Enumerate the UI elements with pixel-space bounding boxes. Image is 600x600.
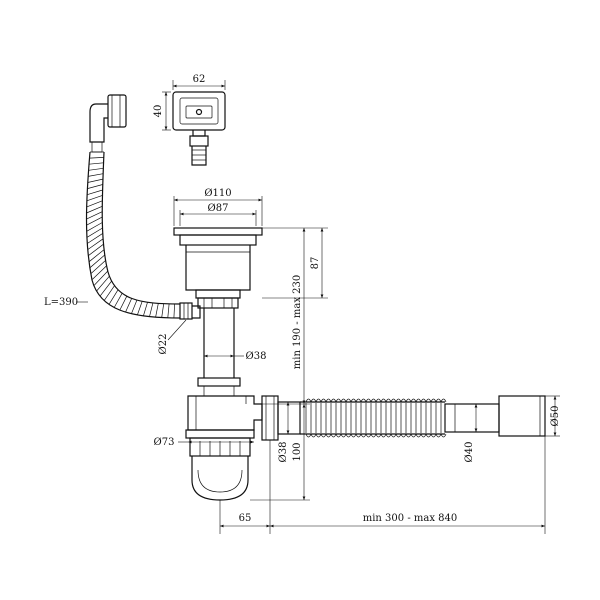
- overflow-front-view: [172, 91, 226, 166]
- bottle-height-label: 100: [292, 442, 303, 461]
- overflow-height-label: 40: [153, 105, 164, 118]
- bottle-outlet-label: Ø38: [278, 442, 289, 463]
- outlet-hose: [300, 395, 546, 438]
- overflow-hose: [85, 151, 181, 319]
- overflow-connector: [179, 302, 201, 320]
- tail-pipe: [197, 308, 241, 396]
- strainer-basket: [173, 227, 263, 309]
- length-range-label: min 300 - max 840: [363, 513, 457, 524]
- strainer-outer-label: Ø110: [204, 188, 231, 199]
- height-range-label: min 190 - max 230: [292, 275, 303, 369]
- overflow-elbow: [89, 94, 127, 153]
- strainer-height-label: 87: [310, 257, 321, 270]
- overflow-width-label: 62: [193, 74, 206, 85]
- outlet-hose-label: Ø40: [464, 442, 475, 463]
- bottle-trap: [185, 395, 263, 501]
- bottle-diameter-label: Ø73: [154, 437, 175, 448]
- outlet-end-label: Ø50: [550, 406, 561, 427]
- hose-length-label: L=390: [44, 297, 78, 308]
- strainer-inner-label: Ø87: [208, 203, 229, 214]
- dimension-labels: 62 40 Ø110 Ø87 87 min 190 - max 230 L=39…: [44, 74, 561, 524]
- offset-label: 65: [239, 513, 252, 524]
- overflow-outlet-label: Ø22: [158, 334, 169, 355]
- dimension-lines: [76, 80, 560, 534]
- tail-pipe-label: Ø38: [246, 351, 267, 362]
- outlet-nut: [261, 395, 301, 441]
